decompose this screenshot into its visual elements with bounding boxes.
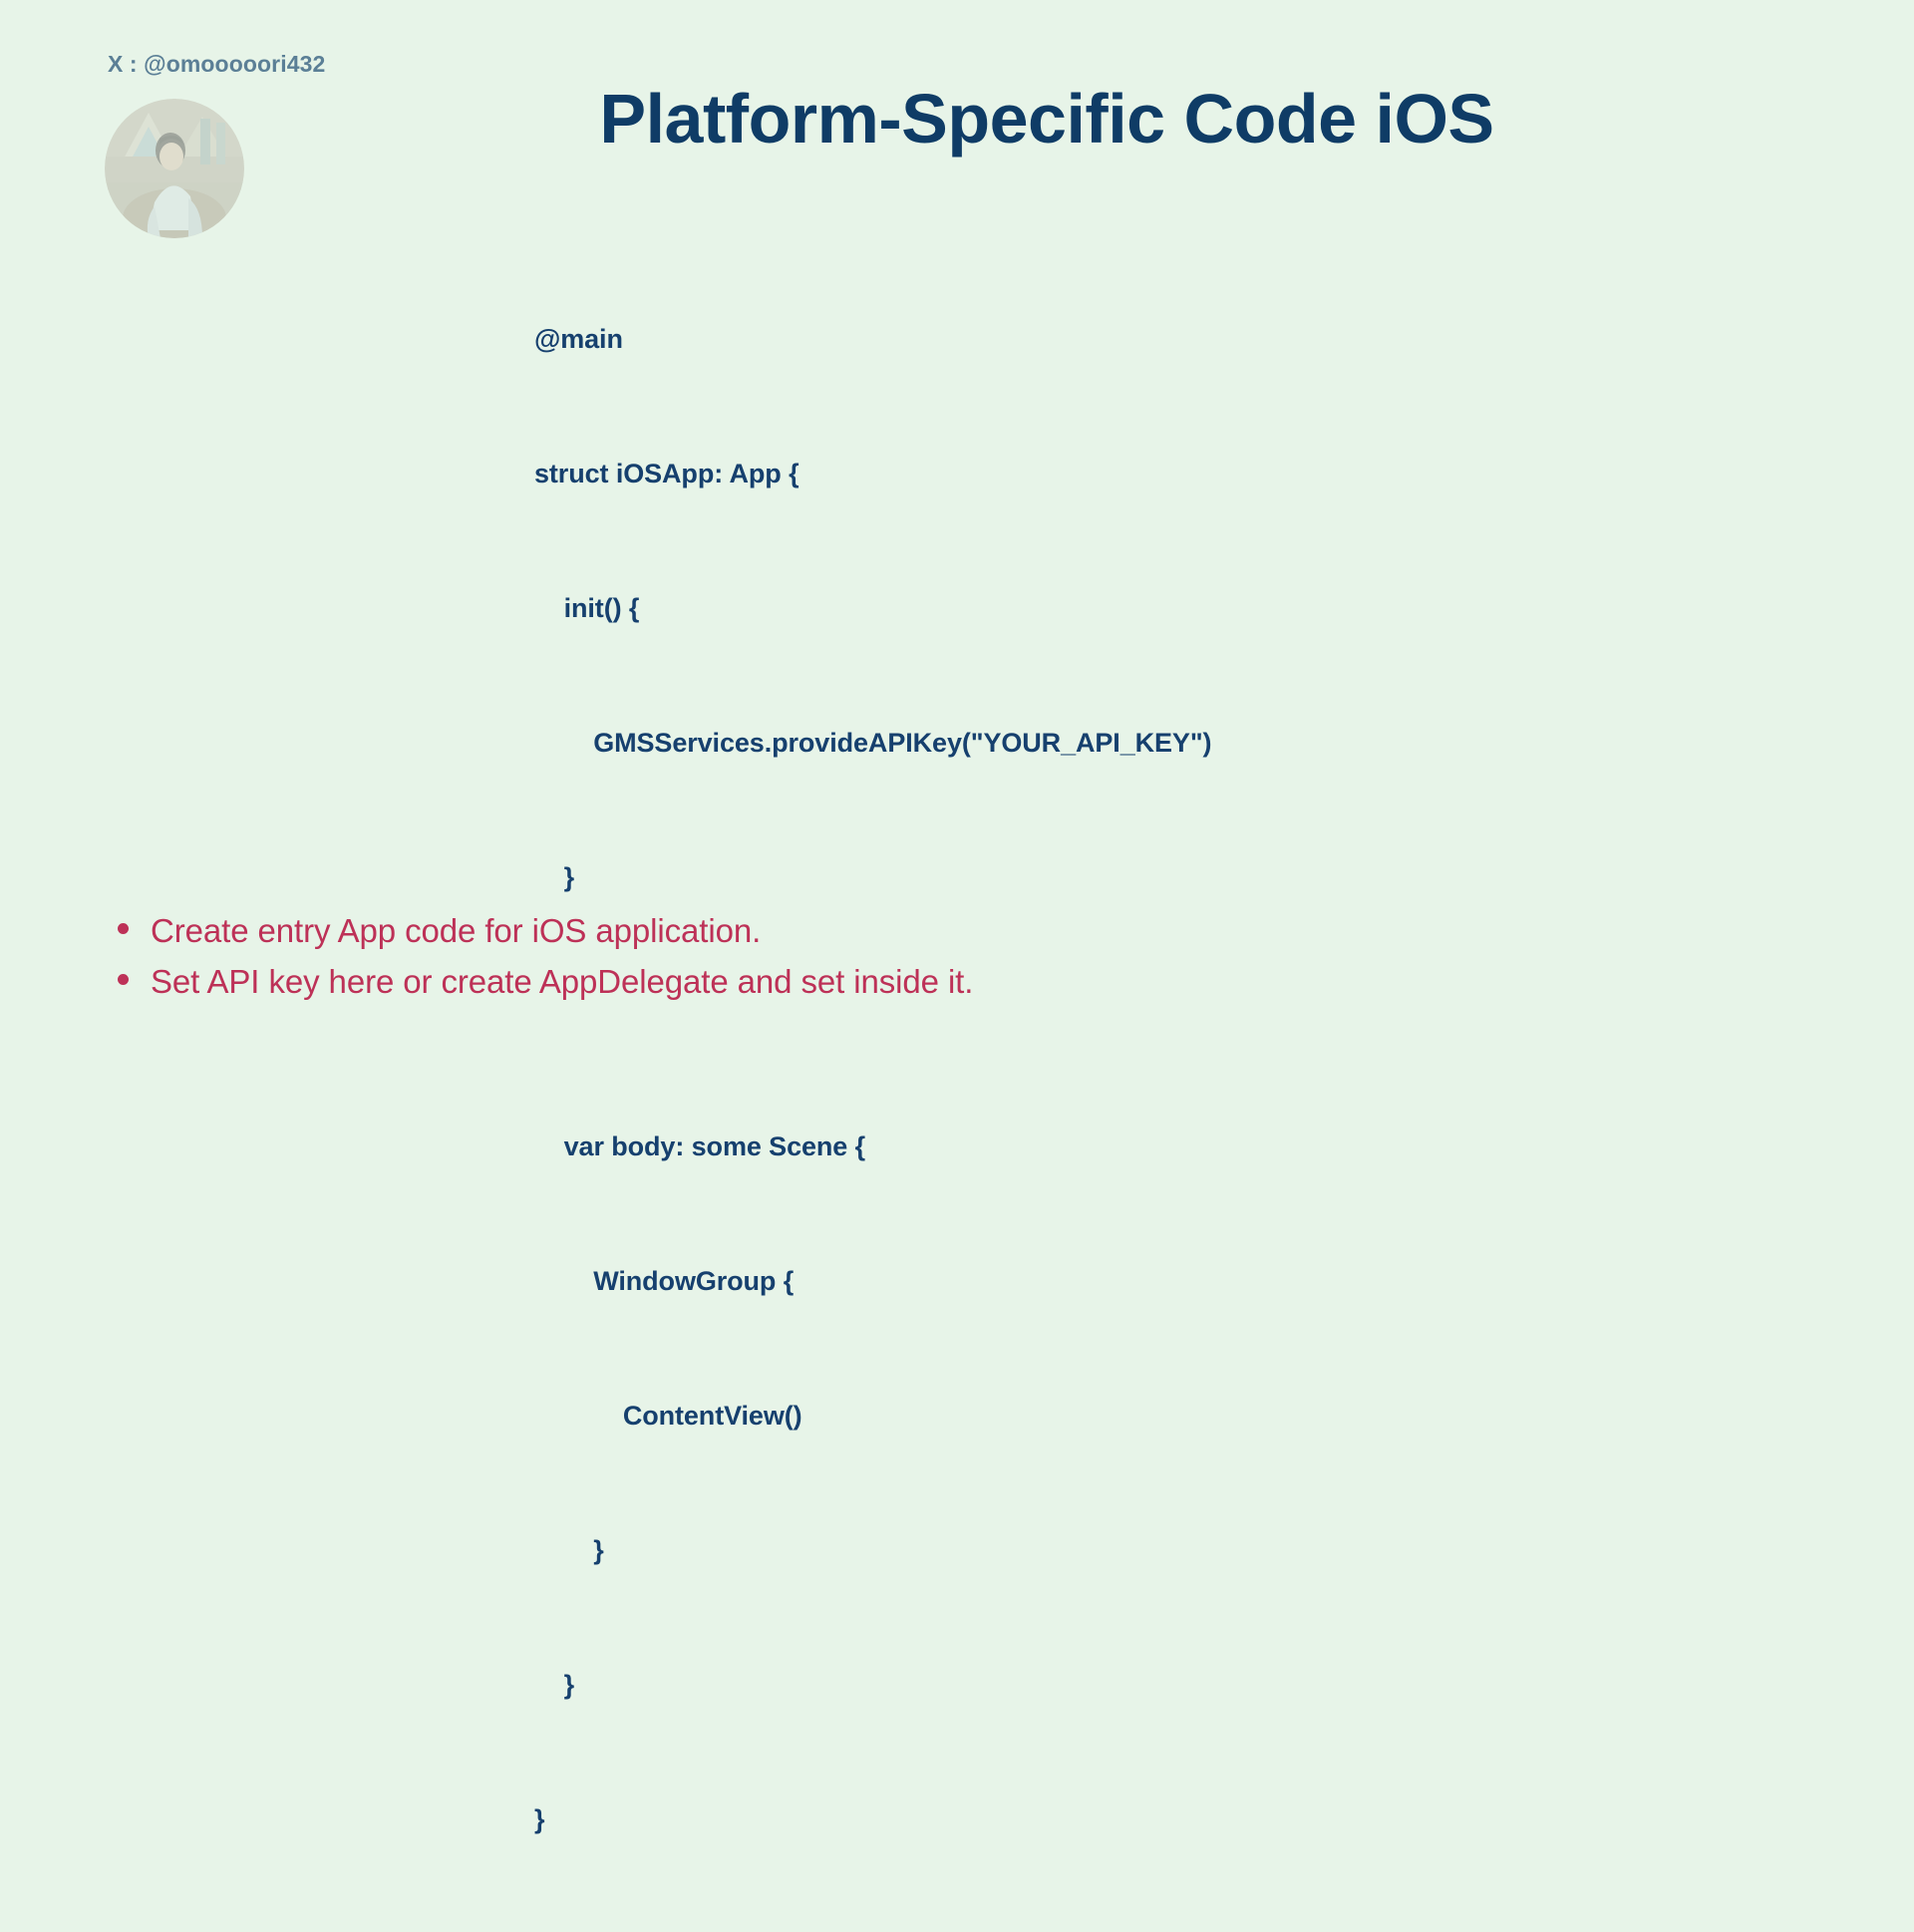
- code-line: ContentView(): [534, 1401, 802, 1431]
- code-line: }: [534, 1804, 545, 1834]
- author-handle: X : @omooooori432: [108, 51, 326, 77]
- avatar: [105, 99, 244, 238]
- page-title: Platform-Specific Code iOS: [599, 79, 1494, 158]
- list-item: Set API key here or create AppDelegate a…: [118, 956, 973, 1007]
- bullet-text: Create entry App code for iOS applicatio…: [151, 912, 762, 949]
- code-line: }: [534, 862, 575, 892]
- code-line: }: [534, 1535, 604, 1565]
- code-line: GMSServices.provideAPIKey("YOUR_API_KEY"…: [534, 728, 1212, 758]
- code-line: WindowGroup {: [534, 1266, 795, 1296]
- code-line: }: [534, 1670, 575, 1700]
- code-line: init() {: [534, 593, 640, 623]
- code-block: @main struct iOSApp: App { init() { GMSS…: [534, 227, 1212, 1932]
- bullet-dot-icon: [118, 974, 129, 985]
- code-line: var body: some Scene {: [534, 1131, 866, 1161]
- author-block: X : @omooooori432: [105, 51, 367, 238]
- slide-root: X : @omooooori432: [105, 51, 1495, 1834]
- code-line: @main: [534, 324, 623, 354]
- code-line: struct iOSApp: App {: [534, 459, 799, 488]
- bullet-text: Set API key here or create AppDelegate a…: [151, 963, 974, 1000]
- bullet-dot-icon: [118, 923, 129, 934]
- bullet-list: Create entry App code for iOS applicatio…: [118, 905, 973, 1007]
- list-item: Create entry App code for iOS applicatio…: [118, 905, 973, 956]
- avatar-photo-icon: [105, 99, 244, 238]
